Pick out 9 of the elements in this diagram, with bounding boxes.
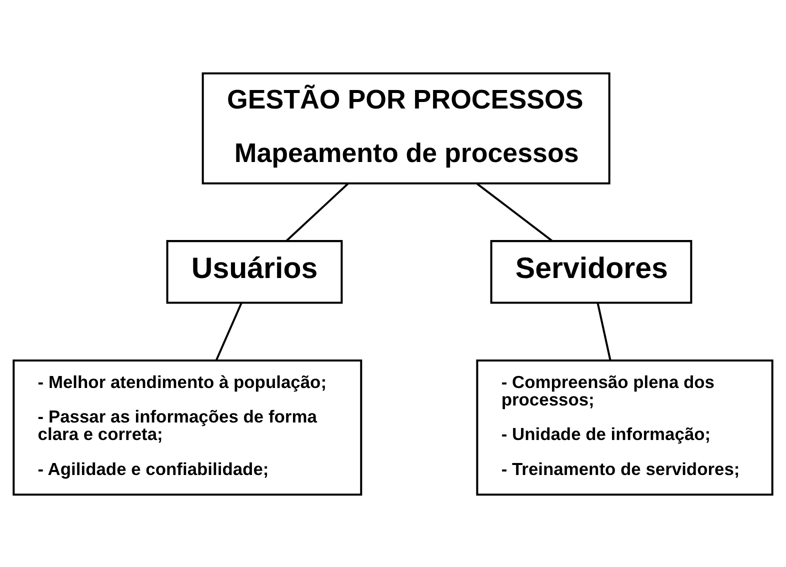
node-box: Usuários: [166, 240, 343, 304]
node-box: - Compreensão plena dos processos; - Unidade de informação; - Treinamento de servidores;: [476, 358, 774, 496]
connector: [286, 182, 349, 242]
connector: [215, 302, 242, 360]
connector: [476, 182, 553, 242]
node-box: - Melhor atendimento à população; - Passar as informações de forma clara e correta; - Agilidade e confiabilidade;: [12, 358, 362, 496]
node-box: Servidores: [490, 240, 692, 304]
connector: [596, 302, 612, 360]
node-box: GESTÃO POR PROCESSOS Mapeamento de processos: [202, 72, 610, 184]
